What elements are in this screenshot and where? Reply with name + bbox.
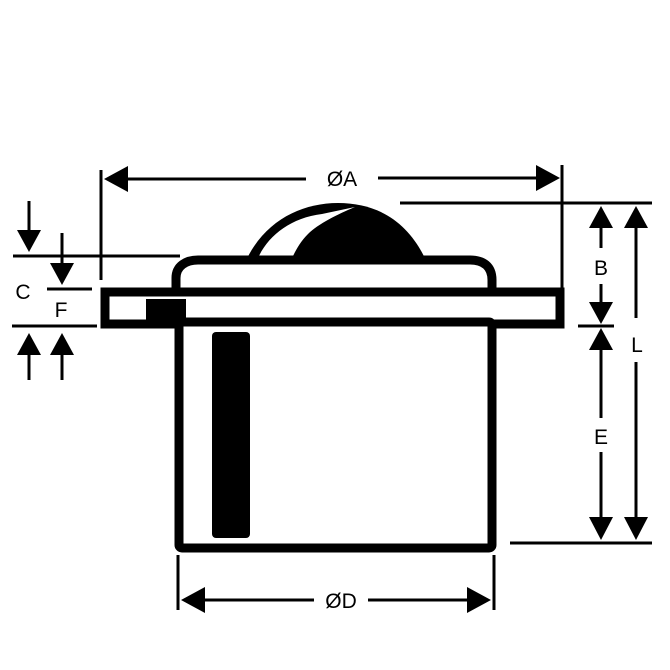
d-arrowhead-right-icon [467,587,491,613]
dimension-right-group: B E L [400,201,652,545]
d-arrowhead-left-icon [181,587,205,613]
dimension-e: E [589,328,613,540]
dimension-c: C [15,201,41,380]
f-arrowhead-down-icon [50,263,74,285]
label-b: B [594,257,608,280]
dimension-f: F [50,233,74,380]
a-arrowhead-right-icon [536,165,560,191]
l-arrowhead-up-icon [624,206,648,228]
dimension-l: L [624,206,648,540]
label-e: E [594,426,608,449]
cap-ring [171,255,497,292]
b-arrowhead-down-icon [589,302,613,324]
l-arrowhead-down-icon [624,517,648,540]
c-arrowhead-down-icon [17,230,41,252]
dimension-b: B [589,206,613,324]
e-arrowhead-up-icon [589,328,613,350]
label-d: ØD [325,590,357,613]
body [174,317,497,553]
b-arrowhead-up-icon [589,206,613,228]
c-arrowhead-up-icon [17,333,41,355]
label-c: C [15,281,30,304]
body-slot [212,332,250,538]
dimension-a: ØA [99,165,564,290]
label-f: F [55,299,68,322]
label-l: L [631,334,643,357]
ball-dome [244,203,428,265]
cap-ring-outline [171,255,497,292]
label-a: ØA [327,168,357,191]
ball-highlight [258,207,355,258]
a-arrowhead-left-icon [104,166,128,192]
e-arrowhead-down-icon [589,517,613,540]
dimension-d: ØD [176,555,496,613]
dimension-left-group: C F [12,201,180,380]
f-arrowhead-up-icon [50,333,74,355]
